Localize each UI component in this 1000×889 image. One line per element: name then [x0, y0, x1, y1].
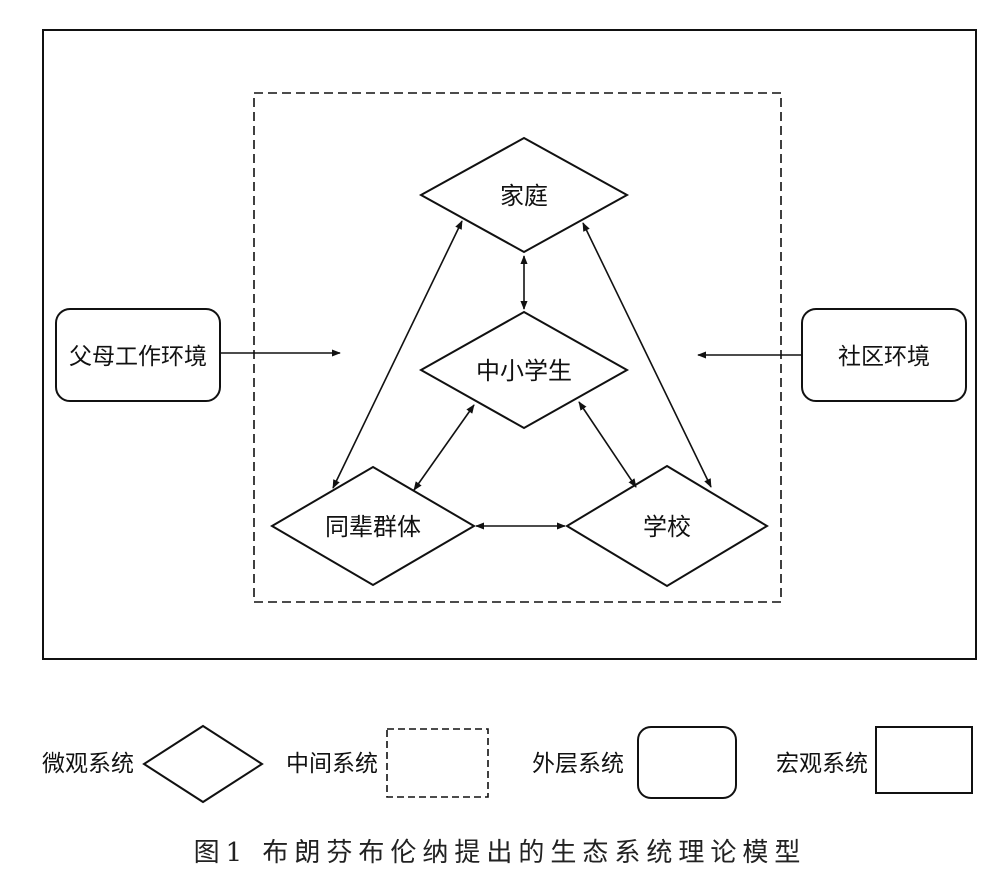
family-label: 家庭 [500, 182, 548, 210]
legend-exo-label: 外层系统 [532, 751, 624, 777]
school-label: 学校 [643, 513, 691, 541]
arrow-student-peer [413, 404, 475, 491]
arrow-student-school [578, 401, 637, 488]
legend-meso-rect [386, 728, 489, 798]
node-community: 社区环境 [801, 308, 967, 402]
family-diamond [418, 136, 630, 254]
community-label: 社区环境 [838, 344, 930, 370]
legend-meso-label: 中间系统 [286, 751, 378, 777]
legend-exo-rect [637, 726, 737, 799]
legend-micro-diamond [142, 724, 264, 804]
node-school: 学校 [565, 464, 769, 588]
node-family: 家庭 [418, 136, 630, 254]
peer-group-diamond [270, 465, 476, 587]
macrosystem-frame [42, 29, 977, 660]
student-label: 中小学生 [476, 357, 572, 385]
node-peer-group: 同辈群体 [270, 465, 476, 587]
arrow-family-peer [332, 220, 463, 489]
school-diamond [565, 464, 769, 588]
node-parents-work: 父母工作环境 [55, 308, 221, 402]
arrows [220, 220, 802, 530]
peer-group-label: 同辈群体 [325, 513, 421, 541]
parents-work-label: 父母工作环境 [69, 344, 207, 370]
arrow-family-school [582, 222, 712, 488]
legend-macro-rect [875, 726, 973, 794]
legend-macro-label: 宏观系统 [776, 751, 868, 777]
legend: 微观系统 中间系统 外层系统 宏观系统 [42, 724, 973, 804]
node-student: 中小学生 [418, 310, 630, 430]
figure-caption: 图1 布朗芬布伦纳提出的生态系统理论模型 [193, 838, 807, 868]
parents-work-box [55, 308, 221, 402]
legend-micro-label: 微观系统 [42, 751, 134, 777]
